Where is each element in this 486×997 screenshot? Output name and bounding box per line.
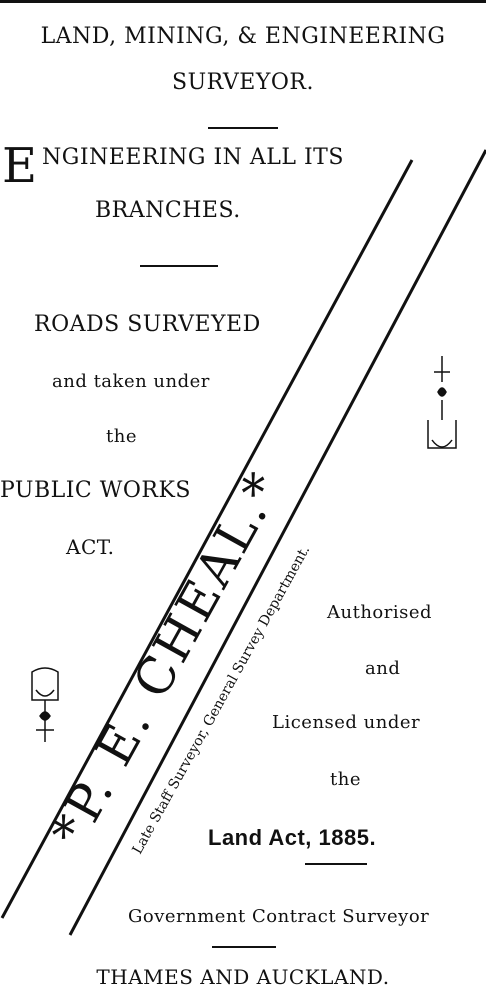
header-line-1: LAND, MINING, & ENGINEERING <box>40 24 446 49</box>
ornament-right-icon <box>427 356 457 449</box>
roads-line-4: PUBLIC WORKS <box>0 478 191 503</box>
engineering-dropcap: E <box>2 138 38 194</box>
authorised-line-3: Licensed under <box>272 712 421 733</box>
authorised-line-5: Land Act, 1885. <box>208 825 377 850</box>
divider-rule-4 <box>212 946 276 948</box>
authorised-line-4: the <box>330 769 361 790</box>
authorised-line-2: and <box>365 658 401 679</box>
engineering-line-2: BRANCHES. <box>95 198 241 223</box>
roads-line-3: the <box>106 426 137 447</box>
divider-rule-2 <box>140 265 218 267</box>
roads-line-2: and taken under <box>52 371 210 392</box>
contract-line: Government Contract Surveyor <box>128 906 430 927</box>
roads-line-5: ACT. <box>66 535 115 559</box>
divider-rule-3 <box>305 863 367 865</box>
authorised-line-1: Authorised <box>327 602 433 623</box>
top-border-rule <box>0 0 486 3</box>
footer-line: THAMES AND AUCKLAND. <box>96 965 390 989</box>
divider-rule-1 <box>208 127 278 129</box>
band-border-lower <box>68 149 486 936</box>
header-line-2: SURVEYOR. <box>172 70 314 95</box>
roads-line-1: ROADS SURVEYED <box>34 312 261 337</box>
engineering-line-1: NGINEERING IN ALL ITS <box>42 145 344 170</box>
band-border-upper <box>0 159 414 919</box>
ornament-left-icon <box>31 667 59 742</box>
